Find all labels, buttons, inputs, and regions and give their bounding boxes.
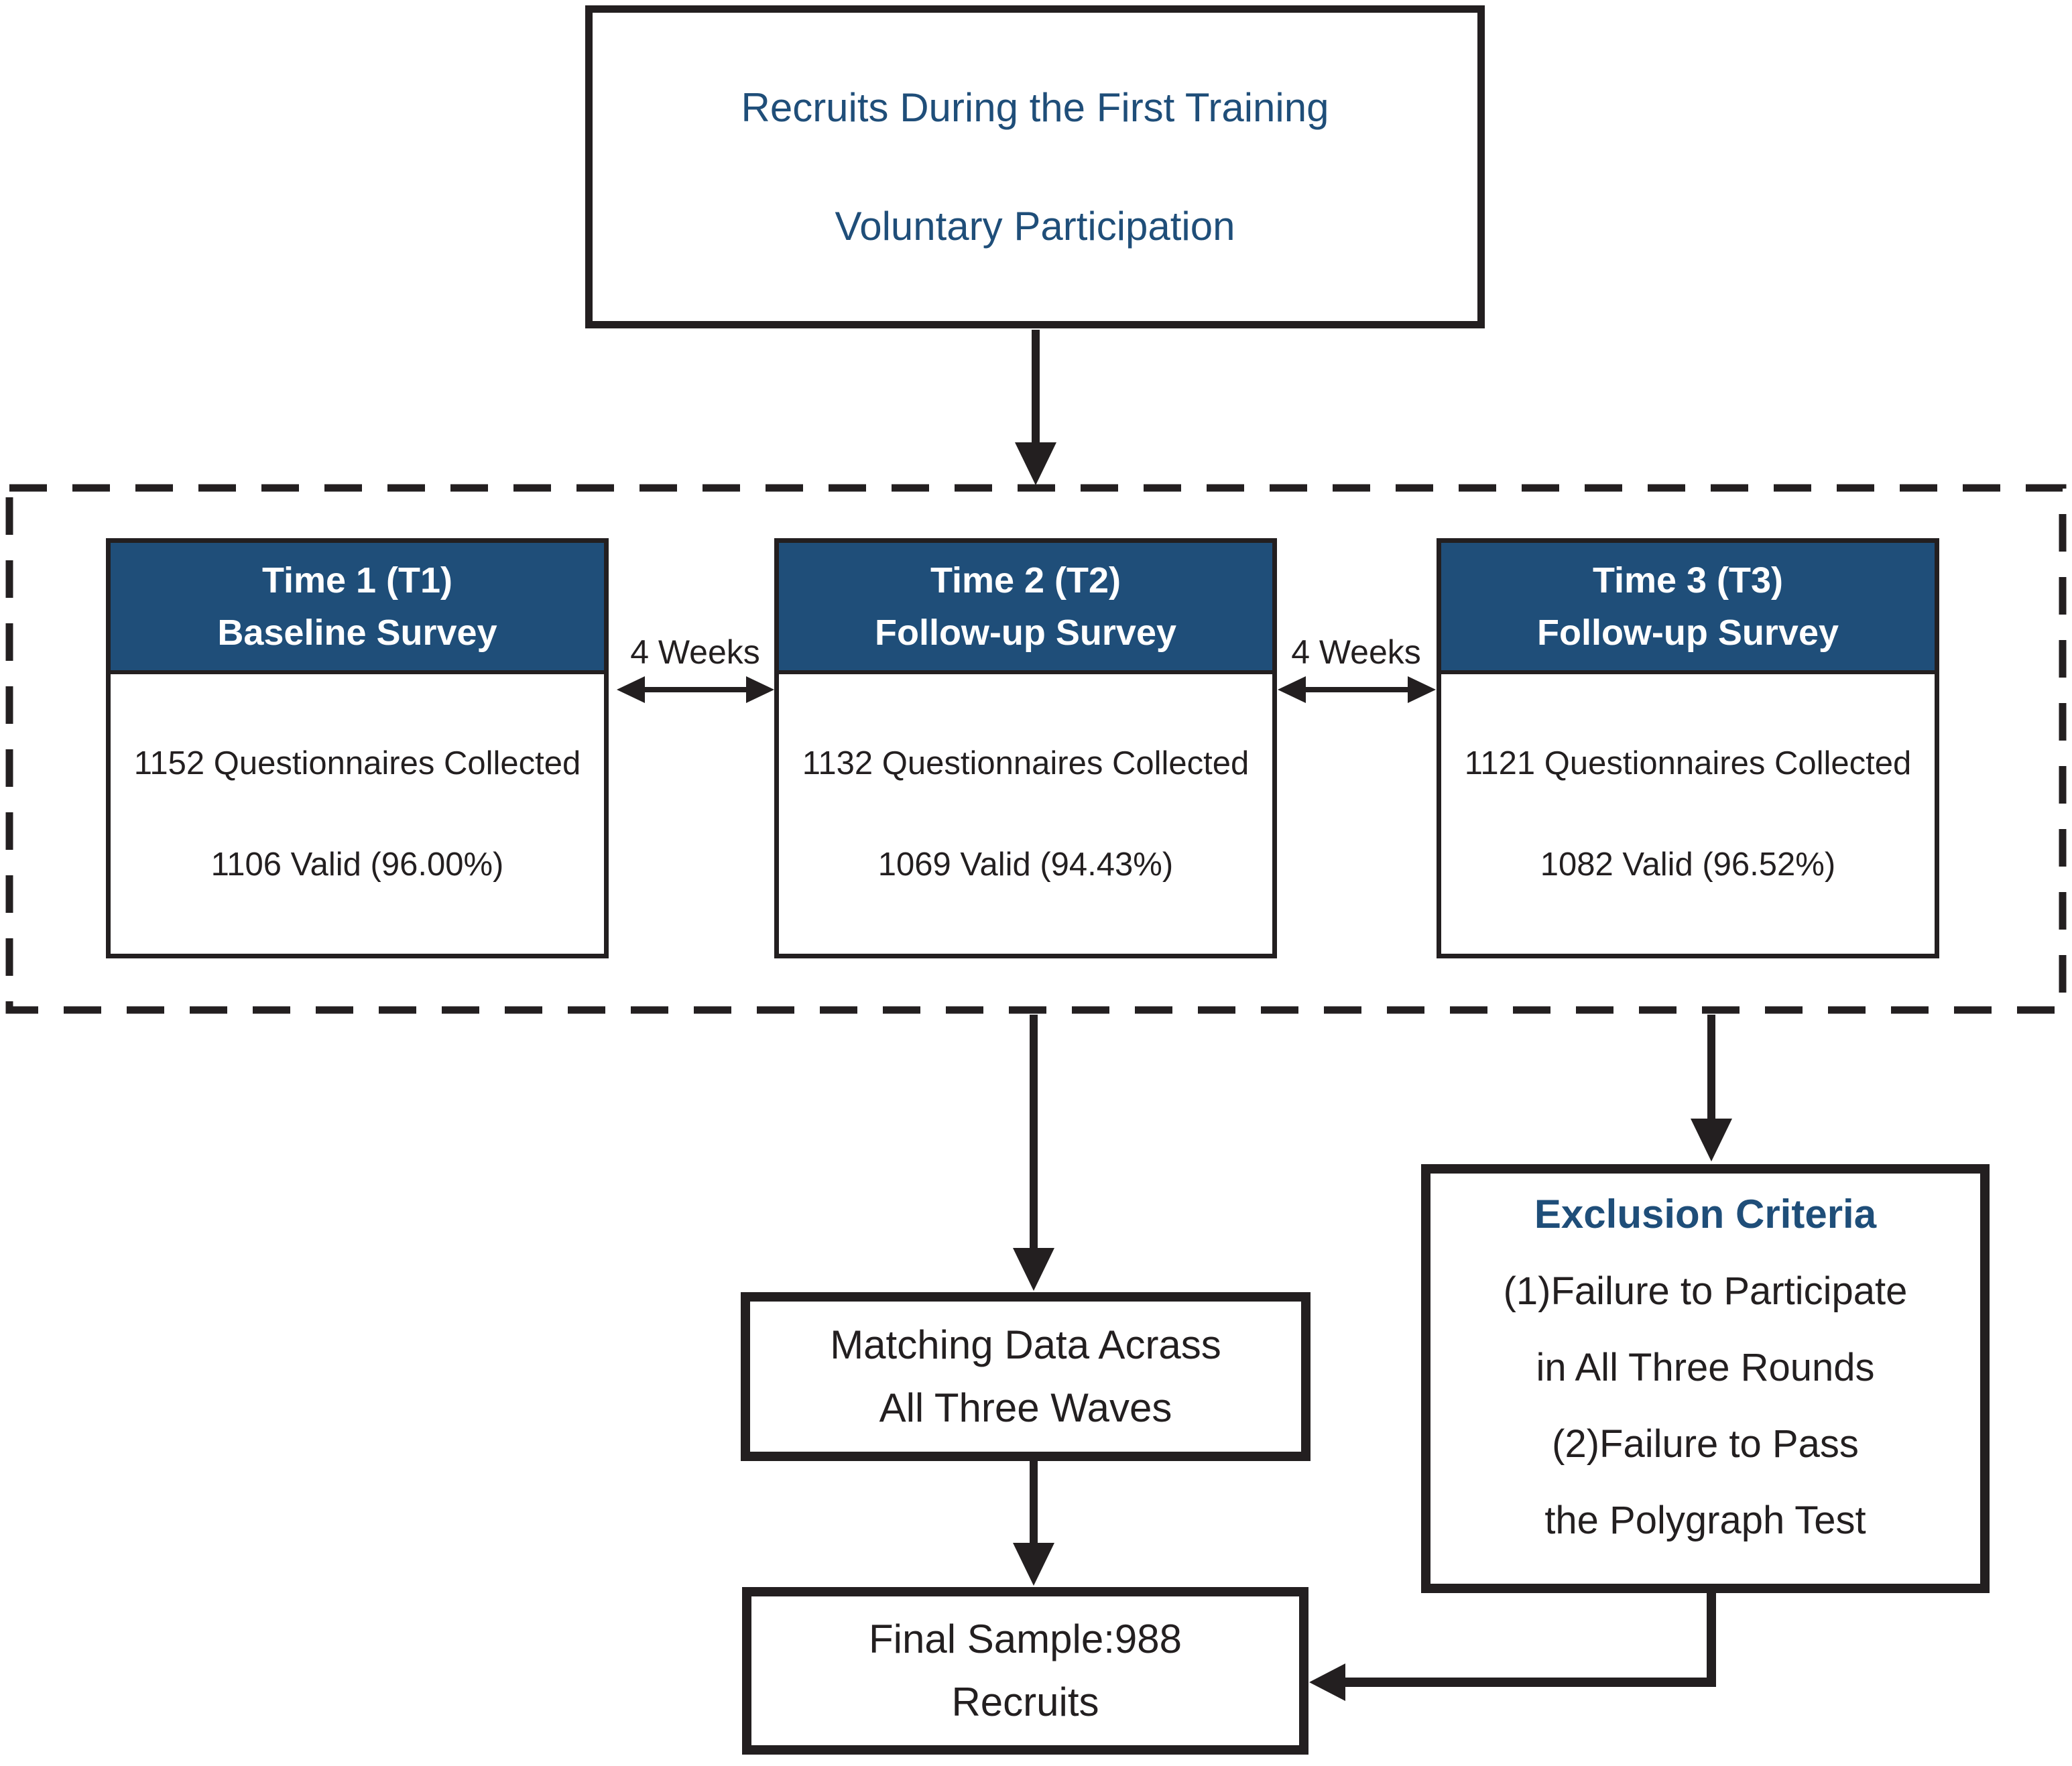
arrowhead-down-icon — [1013, 1248, 1054, 1291]
wave-t2-collected: 1132 Questionnaires Collected — [802, 745, 1250, 781]
wave-t2-header-line2: Follow-up Survey — [874, 613, 1177, 653]
interval-label-2: 4 Weeks — [1291, 633, 1421, 671]
recruits-box-line2: Voluntary Participation — [835, 203, 1235, 249]
wave-box-t2: Time 2 (T2) Follow-up Survey 1132 Questi… — [774, 538, 1277, 958]
exclusion-line-4: the Polygraph Test — [1544, 1499, 1866, 1542]
wave-t1-header: Time 1 (T1) Baseline Survey — [111, 543, 604, 674]
arrowhead-down-icon — [1013, 1543, 1054, 1586]
wave-t1-valid: 1106 Valid (96.00%) — [210, 846, 504, 883]
exclusion-box: Exclusion Criteria (1)Failure to Partici… — [1421, 1164, 1990, 1593]
wave-t2-header: Time 2 (T2) Follow-up Survey — [779, 543, 1272, 674]
matching-box: Matching Data Acrass All Three Waves — [741, 1292, 1311, 1461]
wave-t1-collected: 1152 Questionnaires Collected — [133, 745, 581, 781]
arrowhead-left-icon — [617, 676, 645, 703]
interval-label-1: 4 Weeks — [630, 633, 760, 671]
arrowhead-down-icon — [1015, 442, 1056, 485]
arrowhead-right-icon — [746, 676, 774, 703]
arrowhead-right-icon — [1408, 676, 1436, 703]
wave-t3-header-line2: Follow-up Survey — [1536, 613, 1839, 653]
arrowhead-left-icon — [1278, 676, 1306, 703]
arrow-shaft — [641, 687, 750, 692]
wave-t3-body: 1121 Questionnaires Collected 1082 Valid… — [1441, 674, 1935, 954]
arrow-elbow-vertical — [1707, 1592, 1716, 1687]
exclusion-line-1: (1)Failure to Participate — [1503, 1269, 1908, 1313]
arrow-shaft — [1030, 1015, 1038, 1251]
wave-t3-valid: 1082 Valid (96.52%) — [1540, 846, 1836, 883]
recruits-box: Recruits During the First Training Volun… — [585, 5, 1485, 328]
wave-t1-header-line1: Time 1 (T1) — [261, 560, 453, 601]
wave-t3-header-line1: Time 3 (T3) — [1592, 560, 1784, 601]
exclusion-line-3: (2)Failure to Pass — [1552, 1422, 1859, 1466]
wave-t1-header-line2: Baseline Survey — [217, 613, 497, 653]
exclusion-lines: (1)Failure to Participate in All Three R… — [1430, 1237, 1980, 1584]
arrowhead-down-icon — [1691, 1119, 1732, 1161]
exclusion-line-2: in All Three Rounds — [1536, 1346, 1875, 1389]
matching-box-line2: All Three Waves — [879, 1385, 1172, 1430]
wave-t2-header-line1: Time 2 (T2) — [930, 560, 1121, 601]
final-sample-box: Final Sample:988 Recruits — [742, 1587, 1308, 1755]
wave-box-t3: Time 3 (T3) Follow-up Survey 1121 Questi… — [1437, 538, 1939, 958]
matching-box-line1: Matching Data Acrass — [830, 1322, 1221, 1367]
arrowhead-left-icon — [1309, 1663, 1345, 1701]
recruits-box-line1: Recruits During the First Training — [741, 85, 1329, 131]
arrow-shaft — [1707, 1015, 1715, 1121]
final-sample-line1: Final Sample:988 — [869, 1617, 1182, 1661]
exclusion-title: Exclusion Criteria — [1534, 1192, 1877, 1237]
wave-t1-body: 1152 Questionnaires Collected 1106 Valid… — [111, 674, 604, 954]
arrow-shaft — [1302, 687, 1412, 692]
wave-t2-valid: 1069 Valid (94.43%) — [877, 846, 1174, 883]
wave-t3-header: Time 3 (T3) Follow-up Survey — [1441, 543, 1935, 674]
arrow-shaft — [1032, 330, 1040, 445]
final-sample-line2: Recruits — [951, 1680, 1099, 1724]
arrow-shaft — [1030, 1461, 1038, 1546]
wave-t2-body: 1132 Questionnaires Collected 1069 Valid… — [779, 674, 1272, 954]
arrow-elbow-horizontal — [1344, 1678, 1716, 1687]
wave-t3-collected: 1121 Questionnaires Collected — [1464, 745, 1912, 781]
wave-box-t1: Time 1 (T1) Baseline Survey 1152 Questio… — [106, 538, 609, 958]
